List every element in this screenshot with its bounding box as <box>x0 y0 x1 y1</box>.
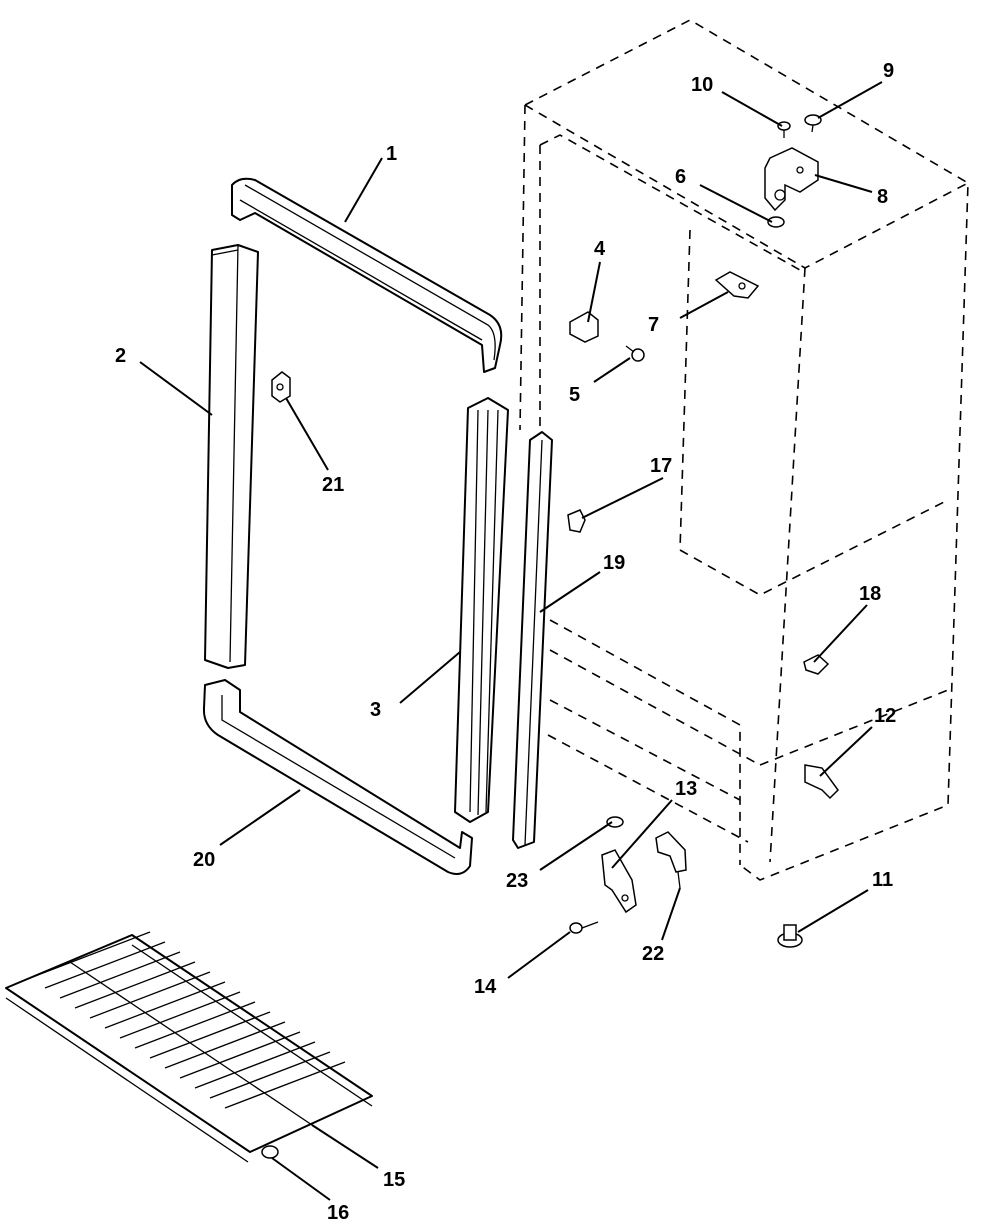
clip-21-part <box>271 371 291 403</box>
callout-5: 5 <box>569 384 580 406</box>
callout-13: 13 <box>675 778 697 800</box>
callout-23: 23 <box>506 870 528 892</box>
bracket-4-part <box>569 311 599 343</box>
callout-17: 17 <box>650 455 672 477</box>
cabinet-outline <box>519 19 969 881</box>
clip-18-part <box>803 654 830 675</box>
callout-20: 20 <box>193 849 215 871</box>
screw-10-part <box>777 121 791 138</box>
hinge-8-part <box>764 147 819 212</box>
breaker-strip-part <box>512 431 553 849</box>
callout-4: 4 <box>594 238 606 260</box>
callout-12: 12 <box>874 705 896 727</box>
leader-lines <box>139 81 883 1201</box>
shelf-clip-16-part <box>261 1145 279 1159</box>
hinge-13-part <box>601 849 637 914</box>
callout-2: 2 <box>115 345 126 367</box>
callout-16: 16 <box>327 1202 349 1224</box>
screw-9-part <box>804 114 822 133</box>
plate-7-part <box>714 271 760 299</box>
callout-19: 19 <box>603 552 625 574</box>
wire-shelf-part <box>5 931 373 1163</box>
bracket-22-part <box>655 831 687 889</box>
leveler-11-part <box>777 924 803 948</box>
right-gasket-part <box>454 397 509 823</box>
bottom-gasket-part <box>202 679 473 875</box>
callout-11: 11 <box>872 869 893 891</box>
callout-labels: 1 2 3 4 5 6 7 8 9 10 11 12 13 14 15 16 1… <box>115 60 896 1224</box>
callout-1: 1 <box>386 143 397 165</box>
clip-17-part <box>567 509 586 533</box>
bracket-12-part <box>804 764 839 800</box>
callout-15: 15 <box>383 1169 405 1191</box>
left-gasket-part <box>204 244 259 669</box>
washer-23-part <box>606 816 624 828</box>
callout-9: 9 <box>883 60 894 82</box>
callout-22: 22 <box>642 943 664 965</box>
top-gasket-part <box>231 177 503 373</box>
screw-14-part <box>569 921 599 934</box>
callout-21: 21 <box>322 474 344 496</box>
callout-6: 6 <box>675 166 686 188</box>
callout-8: 8 <box>877 186 888 208</box>
callout-3: 3 <box>370 699 381 721</box>
callout-14: 14 <box>474 976 497 998</box>
screw-5-part <box>625 345 645 362</box>
callout-10: 10 <box>691 74 713 96</box>
callout-7: 7 <box>648 314 659 336</box>
callout-18: 18 <box>859 583 881 605</box>
washer-6-part <box>767 216 785 228</box>
